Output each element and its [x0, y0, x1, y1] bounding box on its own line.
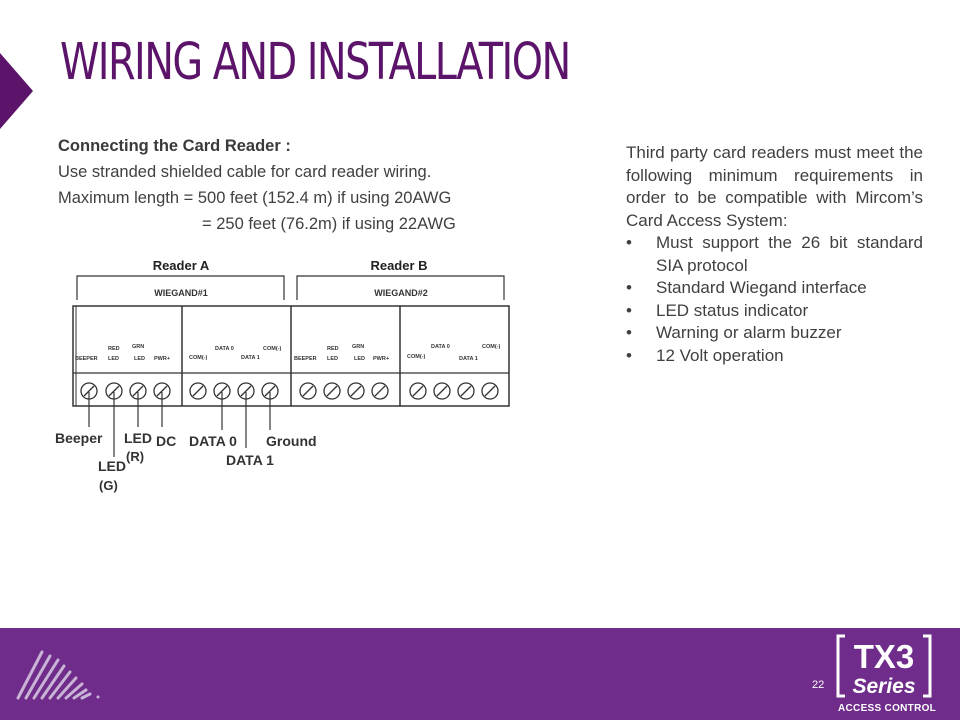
requirements-intro: Third party card readers must meet the f…	[626, 143, 923, 230]
svg-text:COM(-): COM(-)	[189, 355, 207, 361]
led-g-wire-label: LED	[98, 458, 126, 474]
max-length-22awg: = 250 feet (76.2m) if using 22AWG	[202, 215, 456, 233]
brand-main: TX3	[854, 638, 915, 675]
footer-bar: 22 TX3 Series ACCESS CONTROL	[0, 628, 960, 720]
screw-terminal	[481, 382, 499, 400]
screw-terminal	[347, 382, 365, 400]
reader-b-bracket	[296, 275, 505, 300]
svg-text:COM(-): COM(-)	[482, 344, 500, 350]
max-length-20awg: Maximum length = 500 feet (152.4 m) if u…	[58, 189, 452, 207]
requirements-list: •Must support the 26 bit standard SIA pr…	[626, 232, 923, 367]
tx3-series-logo: TX3 Series	[836, 634, 932, 698]
wiring-diagram: Reader A Reader B WIEGAND#1 WIEGAND#2 RE…	[55, 258, 510, 493]
data0-wire-label: DATA 0	[189, 433, 237, 449]
list-item: •Must support the 26 bit standard SIA pr…	[626, 233, 923, 275]
brand-sub: Series	[852, 675, 915, 698]
list-item: •LED status indicator	[626, 300, 809, 320]
wiegand2-label: WIEGAND#2	[374, 288, 428, 298]
svg-text:GRN: GRN	[132, 344, 144, 350]
screw-slot	[240, 385, 252, 397]
screw-terminal	[371, 382, 389, 400]
svg-text:DATA 0: DATA 0	[431, 344, 450, 350]
screw-slot	[156, 385, 168, 397]
screw-terminal	[299, 382, 317, 400]
reader-b-label: Reader B	[370, 258, 427, 273]
svg-text:COM(-): COM(-)	[407, 354, 425, 360]
svg-text:LED: LED	[134, 356, 145, 362]
page-title: WIRING AND INSTALLATION	[60, 33, 571, 92]
led-r-wire-sub: (R)	[126, 449, 144, 464]
screw-terminal	[457, 382, 475, 400]
svg-text:BEEPER: BEEPER	[294, 356, 317, 362]
page-number: 22	[812, 679, 825, 691]
led-g-wire-sub: (G)	[99, 478, 118, 493]
svg-text:PWR+: PWR+	[373, 356, 389, 362]
screw-terminal	[189, 382, 207, 400]
svg-text:LED: LED	[108, 356, 119, 362]
wiegand1-label: WIEGAND#1	[154, 288, 208, 298]
screw-slot	[350, 385, 362, 397]
section-heading: Connecting the Card Reader :	[58, 137, 291, 155]
svg-text:DATA 0: DATA 0	[215, 346, 234, 352]
screw-terminal	[409, 382, 427, 400]
screw-slot	[374, 385, 386, 397]
cable-instruction: Use stranded shielded cable for card rea…	[58, 163, 432, 181]
svg-text:DATA 1: DATA 1	[459, 356, 478, 362]
screw-slot	[132, 385, 144, 397]
screw-terminal	[433, 382, 451, 400]
reader-a-bracket	[76, 275, 285, 300]
reader-a-label: Reader A	[153, 258, 210, 273]
screw-terminals	[80, 382, 499, 400]
svg-text:GRN: GRN	[352, 344, 364, 350]
brand-tagline: ACCESS CONTROL	[838, 703, 937, 714]
svg-text:PWR+: PWR+	[154, 356, 170, 362]
screw-slot	[460, 385, 472, 397]
svg-text:RED: RED	[108, 346, 120, 352]
svg-text:BEEPER: BEEPER	[75, 356, 98, 362]
screw-slot	[192, 385, 204, 397]
svg-text:LED: LED	[354, 356, 365, 362]
ground-wire-label: Ground	[266, 433, 317, 449]
svg-text:LED: LED	[327, 356, 338, 362]
list-item: •Warning or alarm buzzer	[626, 323, 842, 342]
screw-slot	[302, 385, 314, 397]
data1-wire-label: DATA 1	[226, 452, 274, 468]
list-item: •Standard Wiegand interface	[626, 278, 867, 297]
mircom-logo-icon	[16, 650, 100, 700]
dc-wire-label: DC	[156, 433, 176, 449]
screw-slot	[108, 385, 120, 397]
beeper-wire-label: Beeper	[55, 430, 103, 446]
screw-slot	[484, 385, 496, 397]
screw-slot	[326, 385, 338, 397]
card-reader-instructions: Connecting the Card Reader : Use strande…	[58, 133, 538, 237]
corner-arrow-decoration	[0, 53, 33, 129]
list-item: •12 Volt operation	[626, 345, 784, 365]
reader-requirements: Third party card readers must meet the f…	[626, 142, 923, 367]
screw-terminal	[323, 382, 341, 400]
svg-text:DATA 1: DATA 1	[241, 355, 260, 361]
svg-text:RED: RED	[327, 346, 339, 352]
svg-text:COM(-): COM(-)	[263, 346, 281, 352]
led-r-wire-label: LED	[124, 430, 152, 446]
screw-slot	[264, 385, 276, 397]
screw-slot	[412, 385, 424, 397]
screw-slot	[83, 385, 95, 397]
screw-slot	[436, 385, 448, 397]
screw-slot	[216, 385, 228, 397]
